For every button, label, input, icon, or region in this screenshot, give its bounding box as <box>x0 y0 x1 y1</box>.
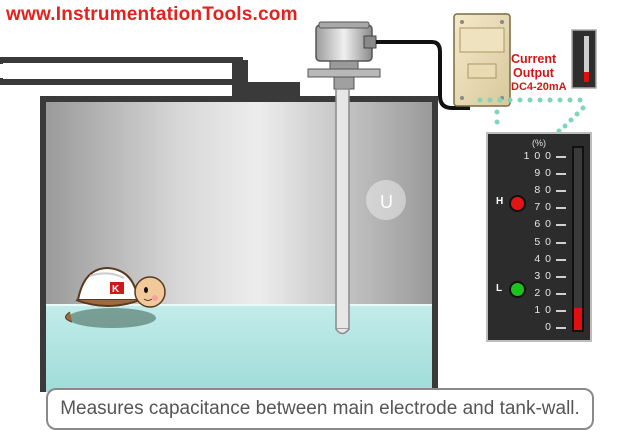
unit-label: (%) <box>532 138 546 148</box>
caption-text: Measures capacitance between main electr… <box>60 398 580 419</box>
scale-tick-label: 7 0 <box>534 201 552 214</box>
current-output-label: Current Output DC4-20mA <box>511 52 585 94</box>
level-bar <box>572 146 584 332</box>
scale-tick-label: 3 0 <box>534 269 552 282</box>
scale-tick-mark <box>556 309 566 312</box>
callout-dots <box>477 97 586 134</box>
scale-tick-label: 8 0 <box>534 184 552 197</box>
scale-tick-mark <box>556 292 566 295</box>
probe <box>307 21 381 335</box>
scale-tick-mark <box>556 327 566 329</box>
svg-text:U: U <box>380 192 393 212</box>
scale-tick-label: 2 0 <box>534 286 552 299</box>
scale-tick-label: 1 0 0 <box>523 150 552 162</box>
watermark-text: www.InstrumentationTools.com <box>6 4 298 25</box>
current-label: Current <box>511 52 557 66</box>
scale-tick-mark <box>556 275 566 278</box>
scale-tick-label: 6 0 <box>534 218 552 231</box>
scale-tick-label: 4 0 <box>534 252 552 265</box>
signal-cable <box>376 40 470 110</box>
high-label: H <box>496 196 504 207</box>
turtle-mascot: K <box>65 266 166 328</box>
scale-tick-label: 1 0 <box>534 303 552 316</box>
range-label: DC4-20mA <box>511 81 567 93</box>
inlet-pipe <box>0 57 243 85</box>
level-bar-fill <box>574 308 582 330</box>
scale-tick-label: 5 0 <box>534 235 552 248</box>
scale-tick-label: 9 0 <box>534 167 552 180</box>
high-alarm-lamp <box>509 195 526 212</box>
scale-tick-mark <box>556 207 566 210</box>
mini-indicator <box>571 29 597 89</box>
caption-box: Measures capacitance between main electr… <box>46 388 594 430</box>
scale-tick-mark <box>556 258 566 261</box>
scale-tick-mark <box>556 156 566 158</box>
transmitter-box <box>453 13 511 107</box>
scale-tick-label: 0 <box>545 321 552 333</box>
low-label: L <box>496 283 503 294</box>
output-label: Output <box>513 66 554 80</box>
scale-tick-mark <box>556 241 566 244</box>
tank: U <box>40 60 438 392</box>
svg-text:K: K <box>112 284 120 295</box>
low-alarm-lamp <box>509 281 526 298</box>
scale-tick-mark <box>556 224 566 227</box>
scale-tick-mark <box>556 173 566 176</box>
scale-tick-mark <box>556 190 566 193</box>
